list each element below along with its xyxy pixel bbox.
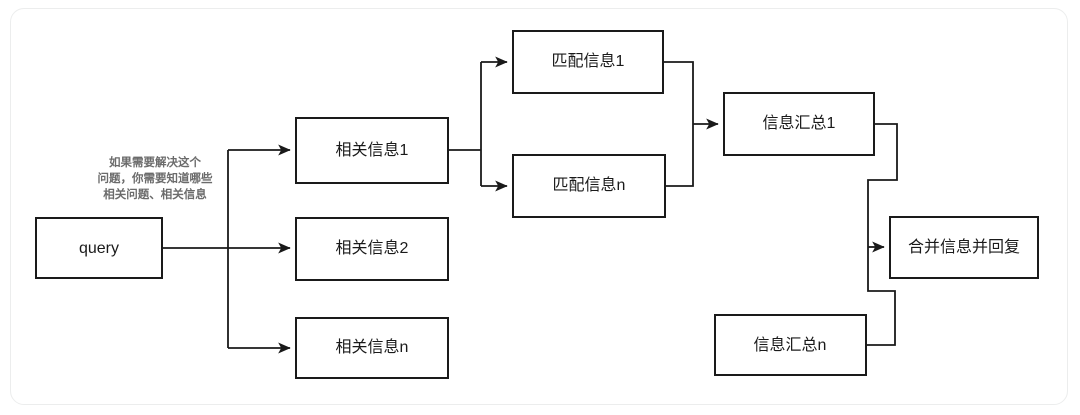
edge-summary1-final xyxy=(867,123,898,247)
annotation-line-1: 如果需要解决这个 xyxy=(109,155,201,169)
node-relatedn-label: 相关信息n xyxy=(336,338,409,356)
node-match1[interactable] xyxy=(512,30,664,94)
node-related2[interactable] xyxy=(295,217,449,281)
node-related1[interactable] xyxy=(295,117,449,184)
node-merge-reply-label: 合并信息并回复 xyxy=(908,238,1020,256)
node-summary1-label: 信息汇总1 xyxy=(763,114,836,132)
node-summary1[interactable] xyxy=(723,92,875,156)
node-query-label: query xyxy=(79,240,119,257)
node-match1-label: 匹配信息1 xyxy=(552,52,625,70)
annotation-line-2: 问题，你需要知道哪些 xyxy=(98,171,213,185)
node-related2-label: 相关信息2 xyxy=(336,239,409,257)
node-query[interactable] xyxy=(35,217,163,279)
annotation-line-3: 相关问题、相关信息 xyxy=(103,187,207,201)
edge-matchn-merge xyxy=(665,124,694,187)
edge-summaryn-final xyxy=(866,247,896,346)
node-related1-label: 相关信息1 xyxy=(336,141,409,159)
node-summaryn[interactable] xyxy=(714,314,867,376)
node-summaryn-label: 信息汇总n xyxy=(754,336,827,354)
node-merge-reply[interactable] xyxy=(889,216,1039,279)
node-matchn[interactable] xyxy=(512,154,666,218)
node-matchn-label: 匹配信息n xyxy=(553,176,626,194)
edge-match1-merge xyxy=(663,61,694,124)
node-relatedn[interactable] xyxy=(295,317,449,379)
